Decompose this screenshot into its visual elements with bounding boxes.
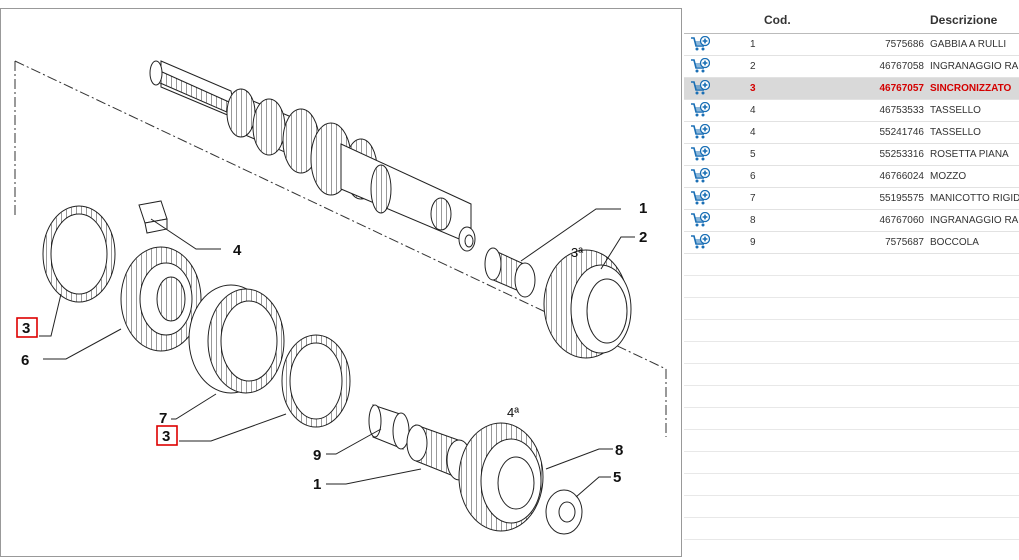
row-code: 55195575 xyxy=(879,193,925,204)
table-row[interactable]: 6 46766024 MOZZO xyxy=(684,166,1019,188)
part-5-washer xyxy=(545,489,583,535)
row-code: 55241746 xyxy=(879,127,925,138)
empty-row xyxy=(684,496,1019,518)
row-position: 6 xyxy=(750,171,756,182)
table-row[interactable]: 4 46753533 TASSELLO xyxy=(684,100,1019,122)
table-row[interactable]: 9 7575687 BOCCOLA xyxy=(684,232,1019,254)
label-3a: 3ª xyxy=(571,245,583,260)
add-to-cart-icon[interactable] xyxy=(690,79,711,99)
empty-row xyxy=(684,298,1019,320)
row-position: 1 xyxy=(750,39,756,50)
label-3-mid[interactable]: 3 xyxy=(162,428,170,445)
part-7-sleeve xyxy=(188,284,285,394)
parts-table-header: Cod. Descrizione xyxy=(684,8,1019,34)
empty-row xyxy=(684,254,1019,276)
label-4a: 4ª xyxy=(507,405,519,420)
row-code: 46766024 xyxy=(879,171,925,182)
row-description: INGRANAGGIO RA xyxy=(930,215,1019,226)
part-1-roller-cage xyxy=(484,247,536,298)
table-row[interactable]: 8 46767060 INGRANAGGIO RA xyxy=(684,210,1019,232)
row-description: BOCCOLA xyxy=(930,237,979,248)
row-description: ROSETTA PIANA xyxy=(930,149,1009,160)
row-position: 9 xyxy=(750,237,756,248)
table-row[interactable]: 5 55253316 ROSETTA PIANA xyxy=(684,144,1019,166)
row-description: MOZZO xyxy=(930,171,967,182)
row-position: 4 xyxy=(750,127,756,138)
empty-row xyxy=(684,276,1019,298)
table-row[interactable]: 3 46767057 SINCRONIZZATO xyxy=(684,78,1019,100)
row-code: 46753533 xyxy=(879,105,925,116)
row-code: 55253316 xyxy=(879,149,925,160)
label-8: 8 xyxy=(615,442,623,459)
row-code: 7575686 xyxy=(885,39,924,50)
label-5: 5 xyxy=(613,469,621,486)
part-3-left-synchro-ring xyxy=(42,205,116,303)
row-description: GABBIA A RULLI xyxy=(930,39,1007,50)
header-description: Descrizione xyxy=(930,13,998,27)
empty-row xyxy=(684,342,1019,364)
row-description: INGRANAGGIO RA xyxy=(930,61,1019,72)
leader-lines xyxy=(39,208,635,498)
label-1-lower: 1 xyxy=(313,476,321,493)
empty-row xyxy=(684,540,1019,560)
empty-row xyxy=(684,364,1019,386)
add-to-cart-icon[interactable] xyxy=(690,167,711,187)
row-position: 4 xyxy=(750,105,756,116)
add-to-cart-icon[interactable] xyxy=(690,233,711,253)
part-6-hub xyxy=(120,246,202,352)
row-position: 2 xyxy=(750,61,756,72)
row-description: MANICOTTO RIGID xyxy=(930,193,1019,204)
label-6: 6 xyxy=(21,352,29,369)
callout-3-mid[interactable] xyxy=(156,425,178,446)
table-row[interactable]: 1 7575686 GABBIA A RULLI xyxy=(684,34,1019,56)
label-2: 2 xyxy=(639,229,647,246)
main-shaft xyxy=(149,60,476,252)
empty-row xyxy=(684,452,1019,474)
header-code: Cod. xyxy=(764,13,791,27)
row-description: TASSELLO xyxy=(930,105,981,116)
empty-row xyxy=(684,320,1019,342)
row-position: 3 xyxy=(750,83,756,94)
table-row[interactable]: 4 55241746 TASSELLO xyxy=(684,122,1019,144)
callout-3-left[interactable] xyxy=(16,317,38,338)
empty-row xyxy=(684,386,1019,408)
empty-row xyxy=(684,408,1019,430)
row-position: 5 xyxy=(750,149,756,160)
empty-row xyxy=(684,474,1019,496)
add-to-cart-icon[interactable] xyxy=(690,123,711,143)
table-row[interactable]: 2 46767058 INGRANAGGIO RA xyxy=(684,56,1019,78)
label-9: 9 xyxy=(313,447,321,464)
row-description: TASSELLO xyxy=(930,127,981,138)
add-to-cart-icon[interactable] xyxy=(690,57,711,77)
row-position: 8 xyxy=(750,215,756,226)
part-2-gear xyxy=(543,249,632,359)
add-to-cart-icon[interactable] xyxy=(690,35,711,55)
part-4-key xyxy=(138,200,168,234)
add-to-cart-icon[interactable] xyxy=(690,145,711,165)
label-7: 7 xyxy=(159,410,167,427)
exploded-parts-diagram: 1 2 3ª 4 3 6 7 3 9 1 4ª 8 5 xyxy=(0,8,682,557)
parts-table: Cod. Descrizione 1 7575686 GABBIA A RULLI 2… xyxy=(684,8,1019,560)
row-code: 7575687 xyxy=(885,237,924,248)
row-code: 46767058 xyxy=(879,61,925,72)
add-to-cart-icon[interactable] xyxy=(690,101,711,121)
part-8-gear xyxy=(458,422,544,532)
label-1-upper: 1 xyxy=(639,200,647,217)
table-row[interactable]: 7 55195575 MANICOTTO RIGID xyxy=(684,188,1019,210)
empty-row xyxy=(684,430,1019,452)
label-3-left[interactable]: 3 xyxy=(22,320,30,337)
row-position: 7 xyxy=(750,193,756,204)
part-9-bushing xyxy=(368,404,410,450)
add-to-cart-icon[interactable] xyxy=(690,189,711,209)
row-code: 46767060 xyxy=(879,215,925,226)
diagram-drawing: 1 2 3ª 4 3 6 7 3 9 1 4ª 8 5 xyxy=(14,60,667,535)
part-3-middle-synchro-ring xyxy=(281,334,351,428)
part-1-lower-roller-cage xyxy=(406,424,472,481)
empty-row xyxy=(684,518,1019,540)
row-description: SINCRONIZZATO xyxy=(930,83,1012,94)
add-to-cart-icon[interactable] xyxy=(690,211,711,231)
row-code: 46767057 xyxy=(879,83,925,94)
label-4: 4 xyxy=(233,242,242,259)
